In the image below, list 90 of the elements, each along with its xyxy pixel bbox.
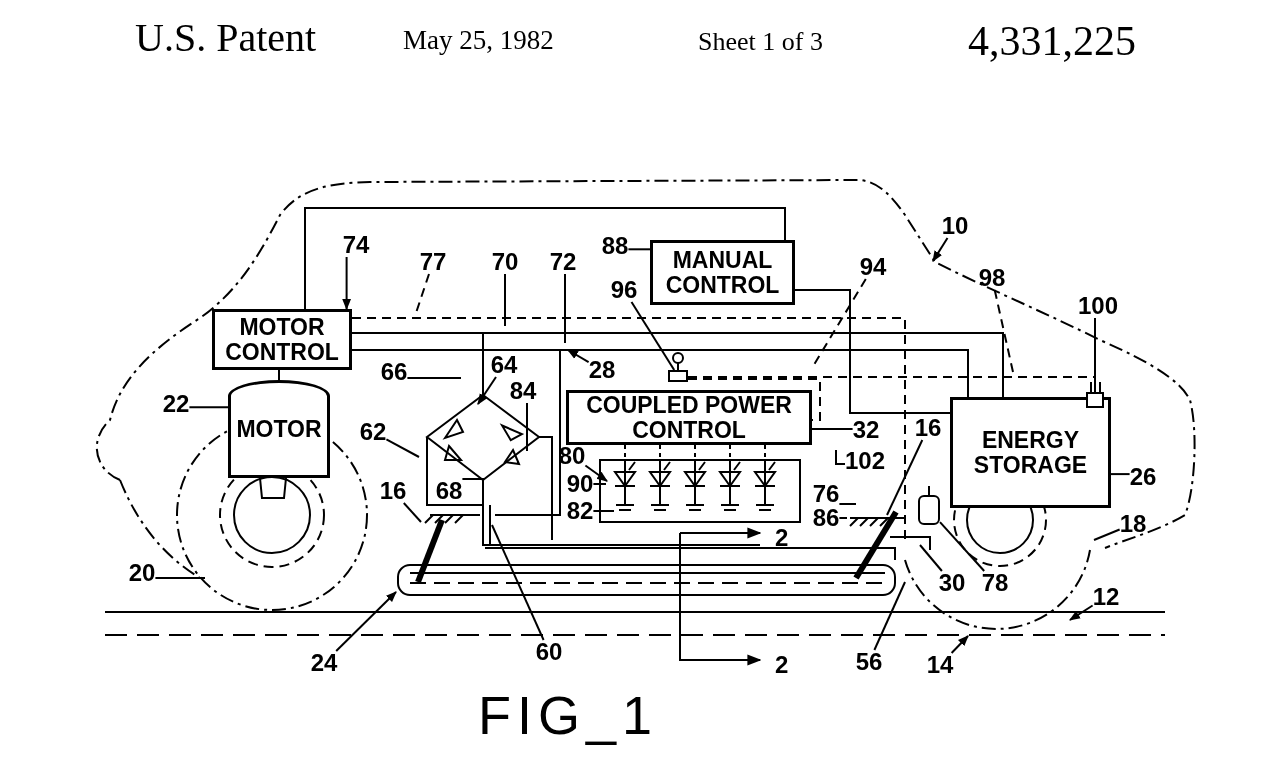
wire: [351, 349, 969, 398]
wire: [794, 289, 951, 414]
switch-symbol: [668, 370, 688, 382]
callout-number: 60: [535, 640, 563, 664]
leader-line: [1093, 528, 1121, 541]
leader-arrow: [567, 349, 590, 364]
wire: [278, 369, 280, 381]
leader-arrow: [342, 256, 351, 311]
callout-number: 77: [419, 250, 447, 274]
callout-number: 86: [812, 506, 840, 530]
callout-number: 10: [941, 214, 969, 238]
leader-line: [491, 524, 545, 641]
callout-number: 22: [162, 392, 190, 416]
callout-number: 78: [981, 571, 1009, 595]
leader-line: [1110, 473, 1131, 476]
callout-number: 12: [1092, 585, 1120, 609]
callout-number: 26: [1129, 465, 1157, 489]
actuator-symbol: [918, 495, 940, 525]
leader-line: [838, 517, 848, 519]
callout-number: 64: [490, 353, 518, 377]
callout-number: 90: [566, 472, 594, 496]
callout-number: 16: [914, 416, 942, 440]
callout-number: 82: [566, 499, 594, 523]
leader-arrow: [1069, 604, 1094, 621]
section-number: 2: [775, 650, 789, 680]
leader-line: [406, 377, 462, 379]
callout-number: 84: [509, 379, 537, 403]
callout-number: 62: [359, 420, 387, 444]
motor-box: MOTOR: [228, 380, 330, 478]
callout-number: 30: [938, 571, 966, 595]
leader-line: [188, 406, 229, 409]
manual-control-box: MANUAL CONTROL: [650, 240, 795, 305]
energy-storage-box: ENERGY STORAGE: [950, 397, 1111, 508]
wire: [687, 378, 821, 421]
wire: [351, 332, 1004, 398]
leader-line: [835, 449, 846, 465]
leader-line: [919, 544, 943, 572]
leader-arrow: [584, 464, 608, 482]
coupled-power-control-box: COUPLED POWER CONTROL: [566, 390, 812, 445]
callout-number: 72: [549, 250, 577, 274]
leader-line: [811, 428, 854, 431]
leader-line: [526, 402, 528, 452]
leader-line: [461, 478, 485, 480]
section-number: 2: [775, 523, 789, 553]
callout-number: 20: [128, 561, 156, 585]
leader-line: [873, 581, 906, 651]
callout-number: 24: [310, 651, 338, 675]
callout-number: 68: [435, 479, 463, 503]
leader-line: [402, 502, 422, 523]
callout-number: 28: [588, 358, 616, 382]
patent-date: May 25, 1982: [403, 24, 554, 57]
sheet-number: Sheet 1 of 3: [698, 26, 823, 58]
leader-line: [838, 503, 857, 505]
callout-number: 70: [491, 250, 519, 274]
callout-number: 16: [379, 479, 407, 503]
callout-number: 76: [812, 482, 840, 506]
leader-line: [886, 439, 924, 516]
leader-arrow: [335, 591, 397, 652]
leader-line: [592, 510, 615, 512]
callout-number: 102: [845, 449, 885, 473]
callout-number: 98: [978, 266, 1006, 290]
callout-number: 32: [852, 418, 880, 442]
leader-line: [1094, 317, 1096, 393]
leader-line: [627, 248, 651, 251]
callout-number: 88: [601, 234, 629, 258]
callout-number: 94: [859, 255, 887, 279]
leader-line: [385, 438, 420, 458]
leader-arrow: [932, 237, 949, 262]
callout-number: 18: [1119, 512, 1147, 536]
wire: [304, 207, 786, 310]
terminal-symbol: [1086, 392, 1104, 408]
patent-number: 4,331,225: [968, 17, 1136, 66]
leader-line: [939, 521, 986, 572]
leader-arrow: [477, 376, 497, 405]
leader-arrow: [950, 635, 969, 654]
leader-line: [154, 577, 206, 579]
leader-line: [630, 301, 676, 371]
patent-header: U.S. Patent: [135, 14, 317, 62]
callout-number: 80: [558, 444, 586, 468]
callout-number: 66: [380, 360, 408, 384]
leader-line: [993, 289, 1014, 373]
callout-number: 100: [1078, 294, 1118, 318]
leader-line: [564, 273, 566, 344]
leader-line: [592, 483, 607, 485]
callout-number: 74: [342, 233, 370, 257]
motor-control-box: MOTOR CONTROL: [212, 309, 352, 370]
leader-line: [504, 273, 506, 327]
callout-number: 96: [610, 278, 638, 302]
callout-number: 56: [855, 650, 883, 674]
callout-number: 14: [926, 653, 954, 677]
